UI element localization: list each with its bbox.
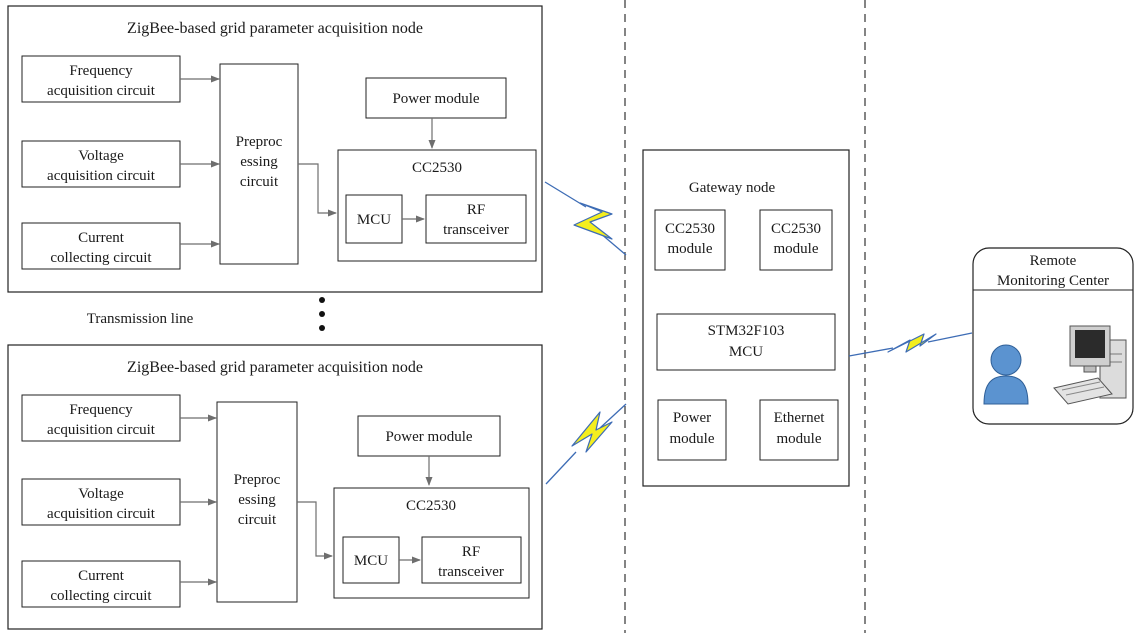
gateway-power-module: Power module <box>657 399 727 461</box>
svg-text:Current: Current <box>78 568 125 584</box>
ellipsis-dot <box>319 297 325 303</box>
wireless-link-bottom <box>545 403 627 485</box>
rf-transceiver-box <box>425 194 527 244</box>
current-collecting-box: Current collecting circuit <box>21 560 181 608</box>
acquisition-node-bottom: ZigBee-based grid parameter acquisition … <box>7 344 543 630</box>
power-module-box: Power module <box>357 415 501 457</box>
frequency-acquisition-box: Frequency acquisition circuit <box>21 55 181 103</box>
acquisition-node-top: ZigBee-based grid parameter acquisition … <box>7 5 543 293</box>
node-title: ZigBee-based grid parameter acquisition … <box>127 359 423 376</box>
power-module-box: Power module <box>365 77 507 119</box>
preprocessing-circuit-box: Preproc essing circuit <box>219 63 299 265</box>
gateway-ethernet-module: Ethernet module <box>759 399 839 461</box>
svg-text:collecting circuit: collecting circuit <box>50 588 152 604</box>
svg-text:transceiver: transceiver <box>438 564 504 580</box>
voltage-acquisition-box: Voltage acquisition circuit <box>21 478 181 526</box>
svg-text:essing: essing <box>240 154 278 170</box>
svg-text:essing: essing <box>238 492 276 508</box>
gateway-node: Gateway node CC2530 module CC2530 module… <box>642 149 850 487</box>
svg-text:Frequency: Frequency <box>69 402 133 418</box>
svg-text:Power: Power <box>673 410 711 426</box>
wireless-link-top <box>544 181 627 256</box>
svg-text:module: module <box>774 241 819 257</box>
node-title: ZigBee-based grid parameter acquisition … <box>127 20 423 37</box>
computer-icon <box>1053 325 1127 405</box>
remote-title: Monitoring Center <box>997 273 1109 289</box>
svg-text:Voltage: Voltage <box>78 148 124 164</box>
svg-text:MCU: MCU <box>729 344 763 360</box>
cc2530-box: CC2530 MCU RF transceiver <box>337 149 537 262</box>
svg-text:module: module <box>777 431 822 447</box>
ellipsis-dot <box>319 325 325 331</box>
svg-text:collecting circuit: collecting circuit <box>50 250 152 266</box>
gateway-cc2530-module-b: CC2530 module <box>759 209 833 271</box>
svg-text:CC2530: CC2530 <box>771 221 821 237</box>
svg-text:STM32F103: STM32F103 <box>708 323 785 339</box>
svg-text:acquisition circuit: acquisition circuit <box>47 422 156 438</box>
rf-transceiver-box <box>421 536 522 584</box>
svg-text:Power module: Power module <box>385 429 472 445</box>
svg-text:RF: RF <box>467 202 485 218</box>
svg-text:Current: Current <box>78 230 125 246</box>
frequency-acquisition-box: Frequency acquisition circuit <box>21 394 181 442</box>
svg-text:transceiver: transceiver <box>443 222 509 238</box>
svg-text:Power module: Power module <box>392 91 479 107</box>
svg-text:CC2530: CC2530 <box>412 160 462 176</box>
gateway-cc2530-module-a: CC2530 module <box>654 209 726 271</box>
svg-text:circuit: circuit <box>238 512 277 528</box>
transmission-line-label: Transmission line <box>87 311 194 327</box>
svg-text:Ethernet: Ethernet <box>774 410 826 426</box>
wireless-link-remote <box>848 332 973 357</box>
svg-text:CC2530: CC2530 <box>406 498 456 514</box>
svg-text:acquisition circuit: acquisition circuit <box>47 168 156 184</box>
svg-text:module: module <box>670 431 715 447</box>
svg-text:acquisition circuit: acquisition circuit <box>47 506 156 522</box>
svg-text:MCU: MCU <box>354 553 388 569</box>
voltage-acquisition-box: Voltage acquisition circuit <box>21 140 181 188</box>
ellipsis-dot <box>319 311 325 317</box>
remote-monitoring-center: Remote Monitoring Center <box>972 247 1134 425</box>
cc2530-box: CC2530 MCU RF transceiver <box>333 487 530 599</box>
svg-text:CC2530: CC2530 <box>665 221 715 237</box>
svg-text:RF: RF <box>462 544 480 560</box>
svg-text:acquisition circuit: acquisition circuit <box>47 83 156 99</box>
svg-text:Voltage: Voltage <box>78 486 124 502</box>
svg-text:module: module <box>668 241 713 257</box>
preprocessing-circuit-box: Preproc essing circuit <box>216 401 298 603</box>
person-icon <box>983 344 1029 405</box>
svg-text:circuit: circuit <box>240 174 279 190</box>
current-collecting-box: Current collecting circuit <box>21 222 181 270</box>
mcu-box <box>342 536 400 584</box>
svg-text:MCU: MCU <box>357 212 391 228</box>
svg-text:Frequency: Frequency <box>69 63 133 79</box>
svg-text:Preproc: Preproc <box>236 134 283 150</box>
gateway-stm32-mcu: STM32F103 MCU <box>656 313 836 371</box>
mcu-box <box>345 194 403 244</box>
gateway-title: Gateway node <box>689 180 776 196</box>
remote-title: Remote <box>1030 253 1077 269</box>
svg-text:Preproc: Preproc <box>234 472 281 488</box>
